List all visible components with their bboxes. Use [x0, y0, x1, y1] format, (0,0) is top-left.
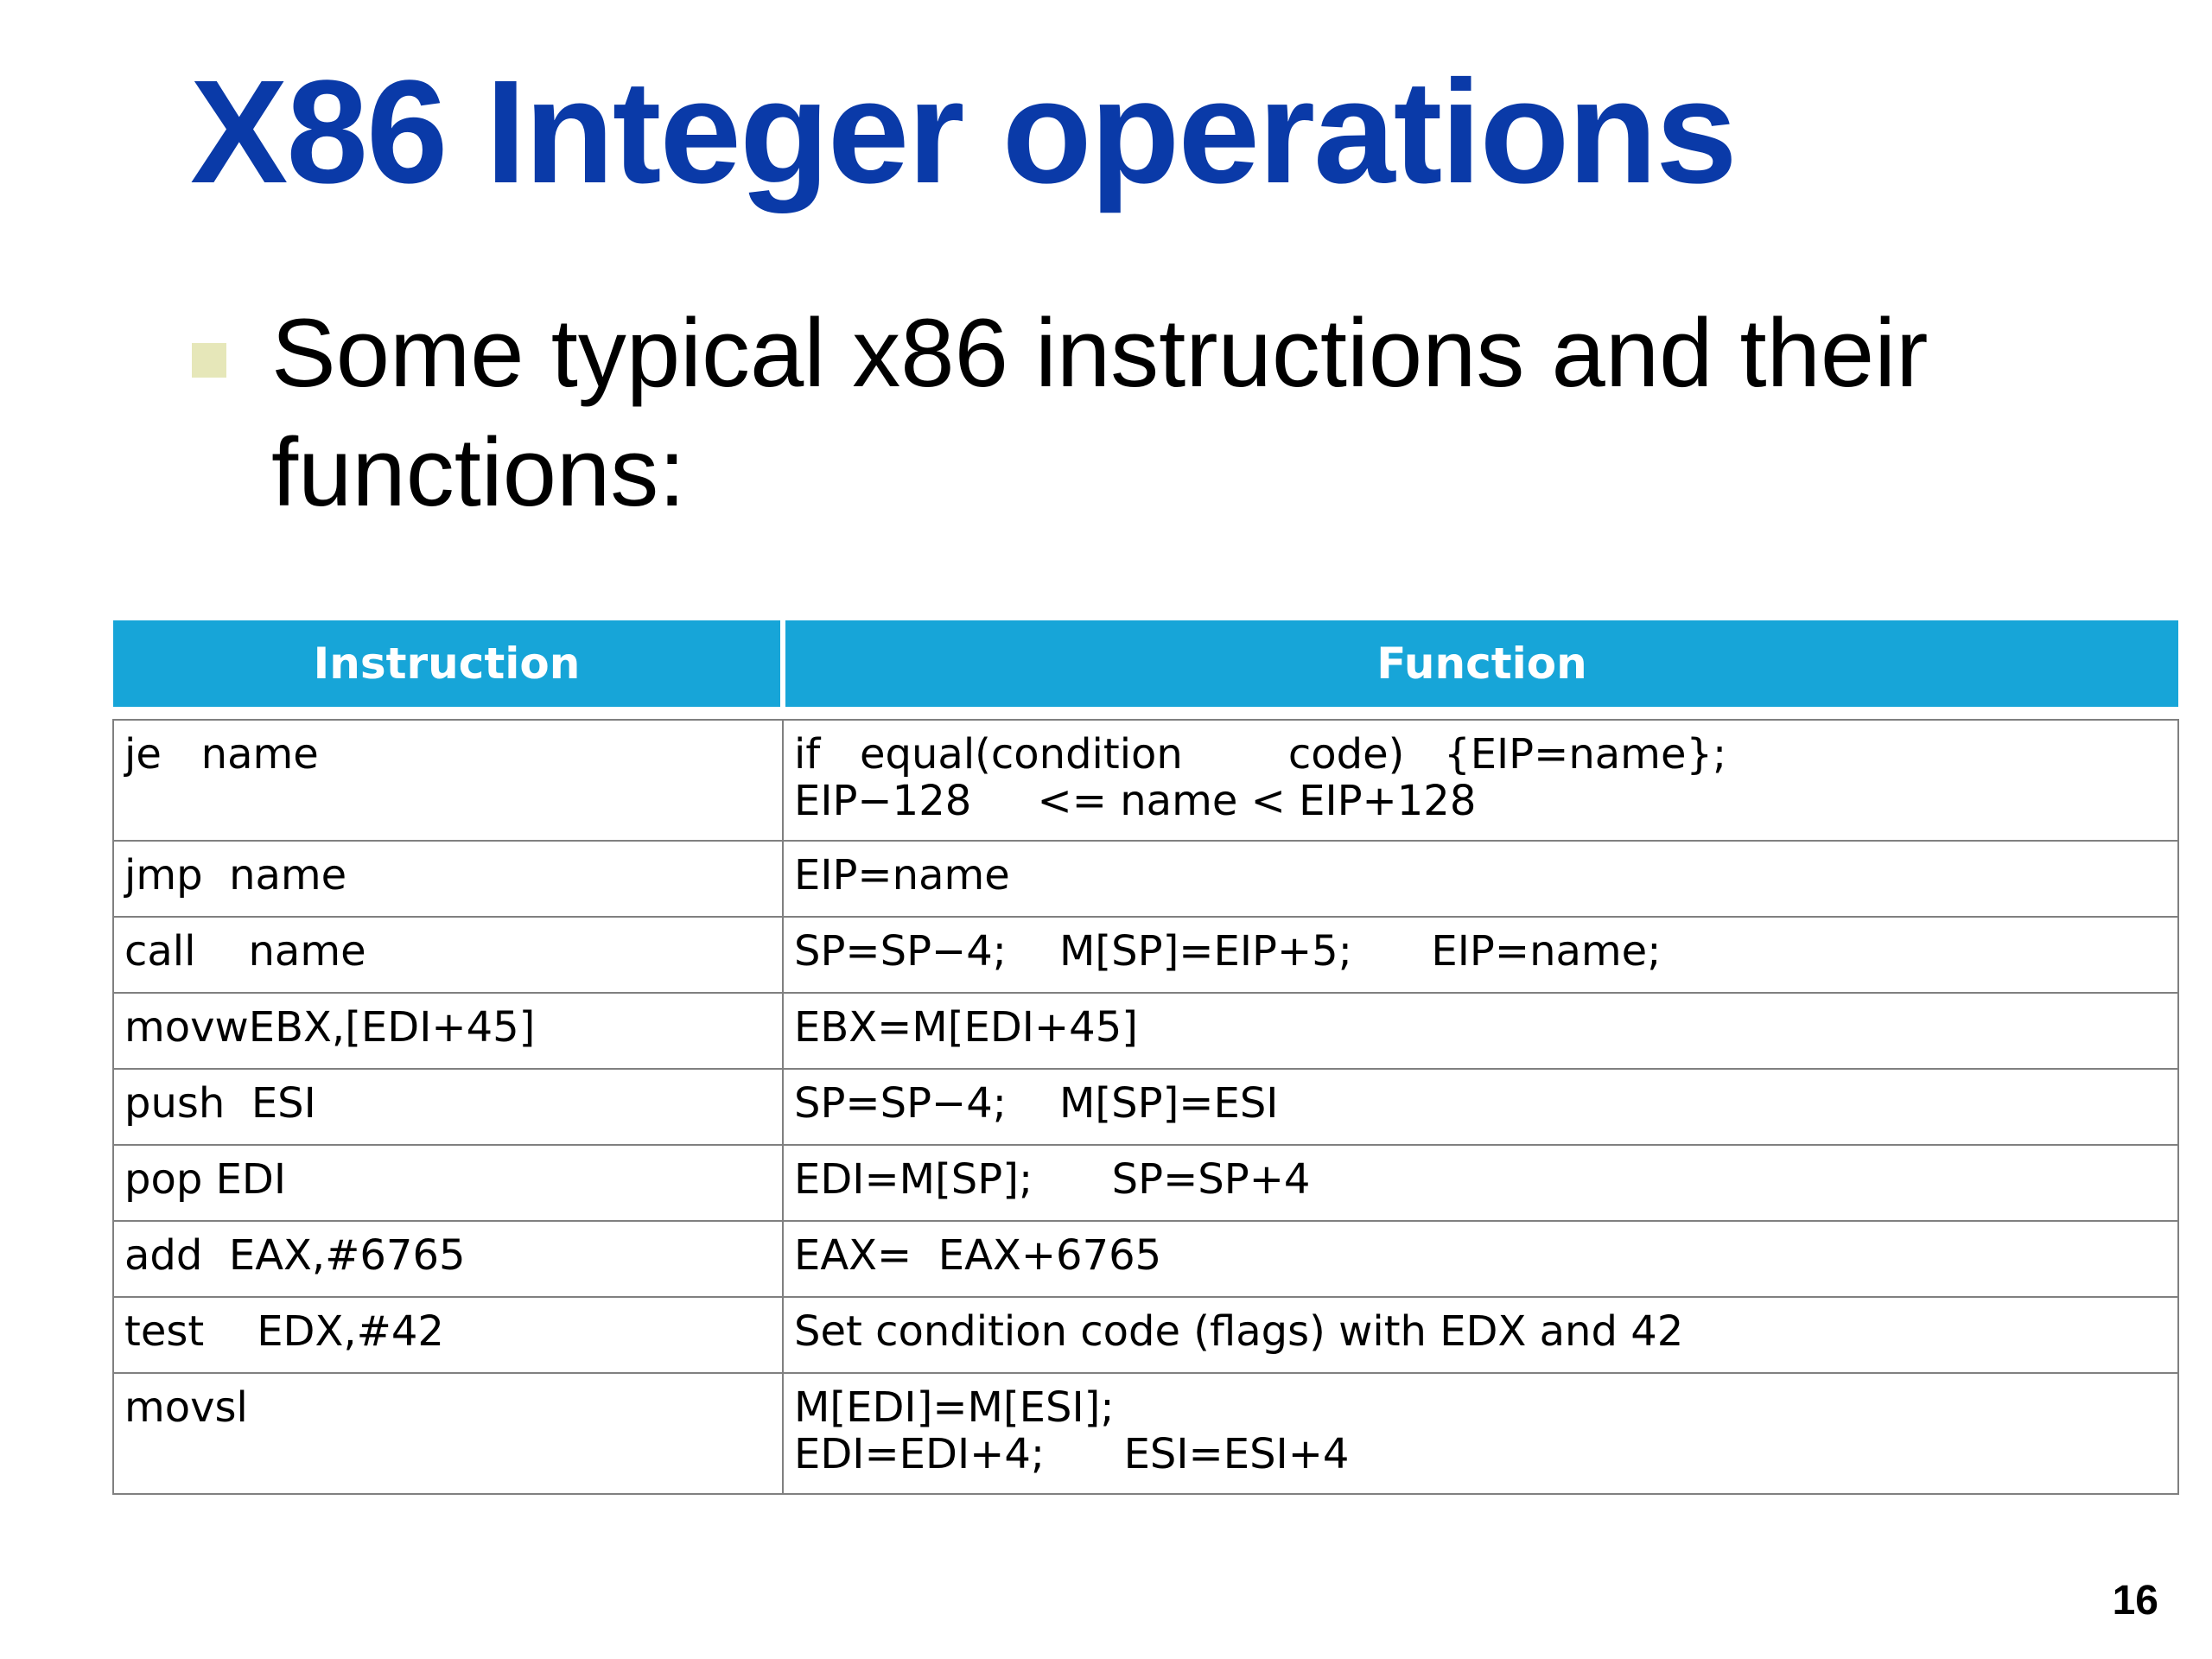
table-row: call name SP=SP−4; M[SP]=EIP+5; EIP=name… — [112, 916, 2179, 994]
header-instruction: Instruction — [113, 620, 785, 707]
function-cell: if equal(condition code) {EIP=name}; EIP… — [782, 719, 2179, 842]
function-cell: EDI=M[SP]; SP=SP+4 — [782, 1144, 2179, 1222]
table-row: movsl M[EDI]=M[ESI]; EDI=EDI+4; ESI=ESI+… — [112, 1372, 2179, 1495]
function-cell: EBX=M[EDI+45] — [782, 992, 2179, 1070]
slide-title: X86 Integer operations — [190, 50, 1738, 214]
instruction-cell: je name — [112, 719, 784, 842]
function-cell: EAX= EAX+6765 — [782, 1220, 2179, 1298]
instruction-cell: movwEBX,[EDI+45] — [112, 992, 784, 1070]
instruction-cell: movsl — [112, 1372, 784, 1495]
instruction-cell: test EDX,#42 — [112, 1296, 784, 1374]
table-row: jmp name EIP=name — [112, 840, 2179, 918]
instruction-cell: call name — [112, 916, 784, 994]
table-header-row: Instruction Function — [113, 620, 2178, 707]
table-row: je name if equal(condition code) {EIP=na… — [112, 719, 2179, 842]
instruction-cell: add EAX,#6765 — [112, 1220, 784, 1298]
instruction-cell: pop EDI — [112, 1144, 784, 1222]
function-cell: Set condition code (flags) with EDX and … — [782, 1296, 2179, 1374]
instruction-cell: jmp name — [112, 840, 784, 918]
table-row: push ESI SP=SP−4; M[SP]=ESI — [112, 1068, 2179, 1146]
function-cell: SP=SP−4; M[SP]=EIP+5; EIP=name; — [782, 916, 2179, 994]
bullet-text: Some typical x86 instructions and their … — [271, 299, 1929, 526]
table-row: add EAX,#6765 EAX= EAX+6765 — [112, 1220, 2179, 1298]
page-number: 16 — [2112, 1578, 2158, 1624]
function-cell: M[EDI]=M[ESI]; EDI=EDI+4; ESI=ESI+4 — [782, 1372, 2179, 1495]
header-function: Function — [783, 620, 2178, 707]
table-row: pop EDI EDI=M[SP]; SP=SP+4 — [112, 1144, 2179, 1222]
function-cell: EIP=name — [782, 840, 2179, 918]
table-row: movwEBX,[EDI+45] EBX=M[EDI+45] — [112, 992, 2179, 1070]
table-row: test EDX,#42 Set condition code (flags) … — [112, 1296, 2179, 1374]
header-spacer — [113, 707, 2178, 720]
function-cell: SP=SP−4; M[SP]=ESI — [782, 1068, 2179, 1146]
instruction-cell: push ESI — [112, 1068, 784, 1146]
instruction-table: Instruction Function je name if equal(co… — [112, 620, 2179, 1495]
square-bullet-icon — [192, 343, 226, 378]
